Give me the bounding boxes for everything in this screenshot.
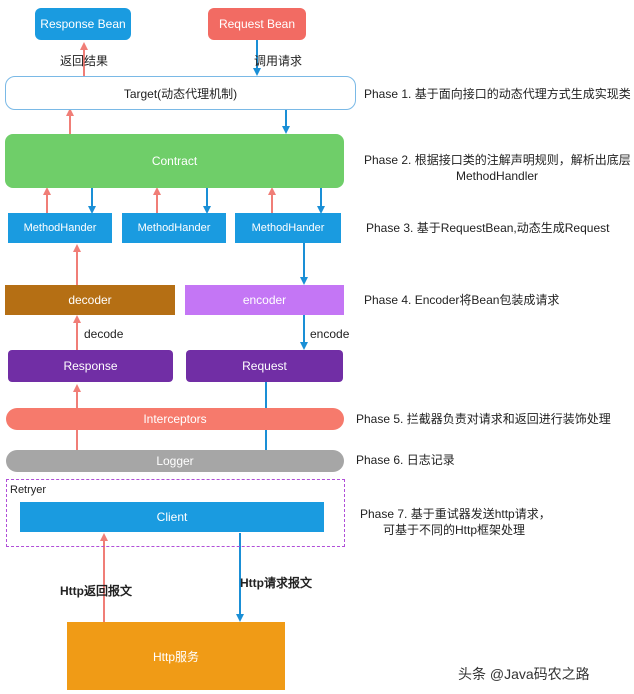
phase-7-line-2: 可基于不同的Http框架处理 — [383, 523, 526, 537]
label-decode: decode — [84, 327, 124, 341]
method-handler-2-label: MethodHander — [137, 222, 211, 234]
phase-3: Phase 3. 基于RequestBean,动态生成Request — [366, 221, 610, 235]
client-node: Client — [20, 502, 324, 532]
decoder-node: decoder — [5, 285, 175, 315]
client-label: Client — [156, 510, 188, 524]
decoder-label: decoder — [68, 293, 112, 307]
response-bean-label: Response Bean — [40, 17, 126, 31]
phase-5: Phase 5. 拦截器负责对请求和返回进行装饰处理 — [356, 412, 611, 426]
phase-2-line-2: MethodHandler — [456, 169, 539, 183]
method-handler-2: MethodHander — [122, 213, 226, 243]
encoder-label: encoder — [242, 293, 287, 307]
response-label: Response — [63, 359, 118, 373]
target-label: Target(动态代理机制) — [123, 86, 238, 101]
label-encode: encode — [310, 327, 350, 341]
http-service-label: Http服务 — [152, 649, 199, 664]
encoder-node: encoder — [185, 285, 344, 315]
method-handler-1-label: MethodHander — [23, 222, 97, 234]
retryer-label: Retryer — [10, 484, 47, 496]
watermark: 头条 @Java码农之路 — [458, 666, 590, 682]
request-node: Request — [186, 350, 343, 382]
request-bean-label: Request Bean — [218, 17, 296, 31]
label-http-response: Http返回报文 — [60, 584, 132, 598]
method-handler-1: MethodHander — [8, 213, 112, 243]
http-service-node: Http服务 — [67, 622, 285, 690]
phase-6: Phase 6. 日志记录 — [356, 453, 455, 467]
logger-label: Logger — [156, 454, 194, 468]
phase-2-line-1: Phase 2. 根据接口类的注解声明规则，解析出底层 — [364, 153, 631, 167]
label-http-request: Http请求报文 — [240, 576, 312, 590]
label-return-result: 返回结果 — [60, 54, 109, 68]
phase-4: Phase 4. Encoder将Bean包装成请求 — [364, 293, 560, 307]
method-handler-3: MethodHander — [235, 213, 341, 243]
response-node: Response — [8, 350, 173, 382]
interceptors-node: Interceptors — [6, 408, 344, 430]
interceptors-label: Interceptors — [143, 412, 207, 426]
response-bean-node: Response Bean — [35, 8, 131, 40]
contract-node: Contract — [5, 134, 344, 188]
label-invoke-request: 调用请求 — [254, 54, 303, 68]
logger-node: Logger — [6, 450, 344, 472]
retryer-group — [6, 479, 345, 547]
target-node: Target(动态代理机制) — [5, 76, 356, 110]
phase-7-line-1: Phase 7. 基于重试器发送http请求， — [360, 507, 551, 521]
method-handler-3-label: MethodHander — [251, 222, 325, 234]
contract-label: Contract — [151, 154, 198, 168]
phase-1: Phase 1. 基于面向接口的动态代理方式生成实现类 — [364, 87, 631, 101]
request-label: Request — [242, 359, 287, 373]
request-bean-node: Request Bean — [208, 8, 306, 40]
